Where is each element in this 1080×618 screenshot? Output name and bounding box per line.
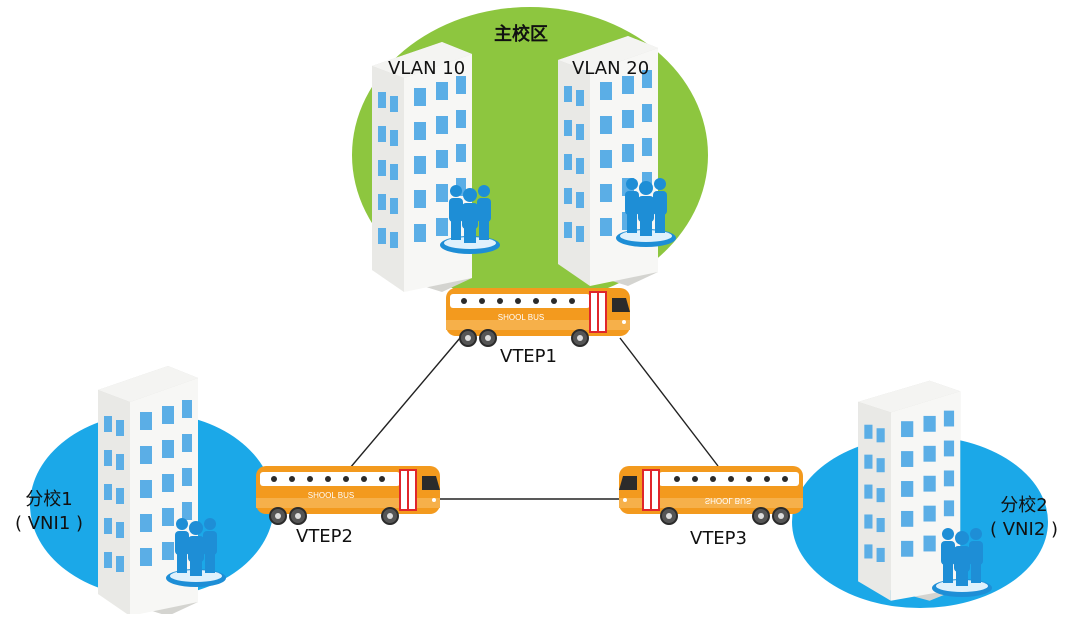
branch-2-vni: ( VNI2 ) — [989, 519, 1059, 540]
vtep3-label: VTEP3 — [690, 528, 747, 549]
branch-1-label-block: 分校1 ( VNI1 ) — [14, 488, 84, 536]
school-bus-icon: SHOOL BUS — [618, 465, 804, 525]
vlan-10-label: VLAN 10 — [388, 58, 466, 79]
bus-text: SHOOL BUS — [705, 496, 751, 505]
vlan-20-label: VLAN 20 — [572, 58, 650, 79]
branch-2-label: 分校2 — [1000, 495, 1048, 516]
branch-1-label: 分校1 — [25, 489, 73, 510]
building-icon — [372, 42, 472, 292]
branch-2-label-block: 分校2 ( VNI2 ) — [984, 494, 1064, 542]
link-vtep1-vtep2 — [349, 337, 461, 469]
vtep2-label: VTEP2 — [296, 526, 353, 547]
main-campus-label: 主校区 — [494, 24, 548, 45]
school-bus-icon: SHOOL BUS — [255, 465, 441, 525]
bus-text: SHOOL BUS — [498, 313, 544, 322]
school-bus-icon: SHOOL BUS — [445, 287, 631, 347]
branch-1-vni: ( VNI1 ) — [14, 513, 84, 534]
vtep1-label: VTEP1 — [500, 346, 557, 367]
bus-text: SHOOL BUS — [308, 491, 354, 500]
link-vtep1-vtep3 — [619, 337, 719, 467]
